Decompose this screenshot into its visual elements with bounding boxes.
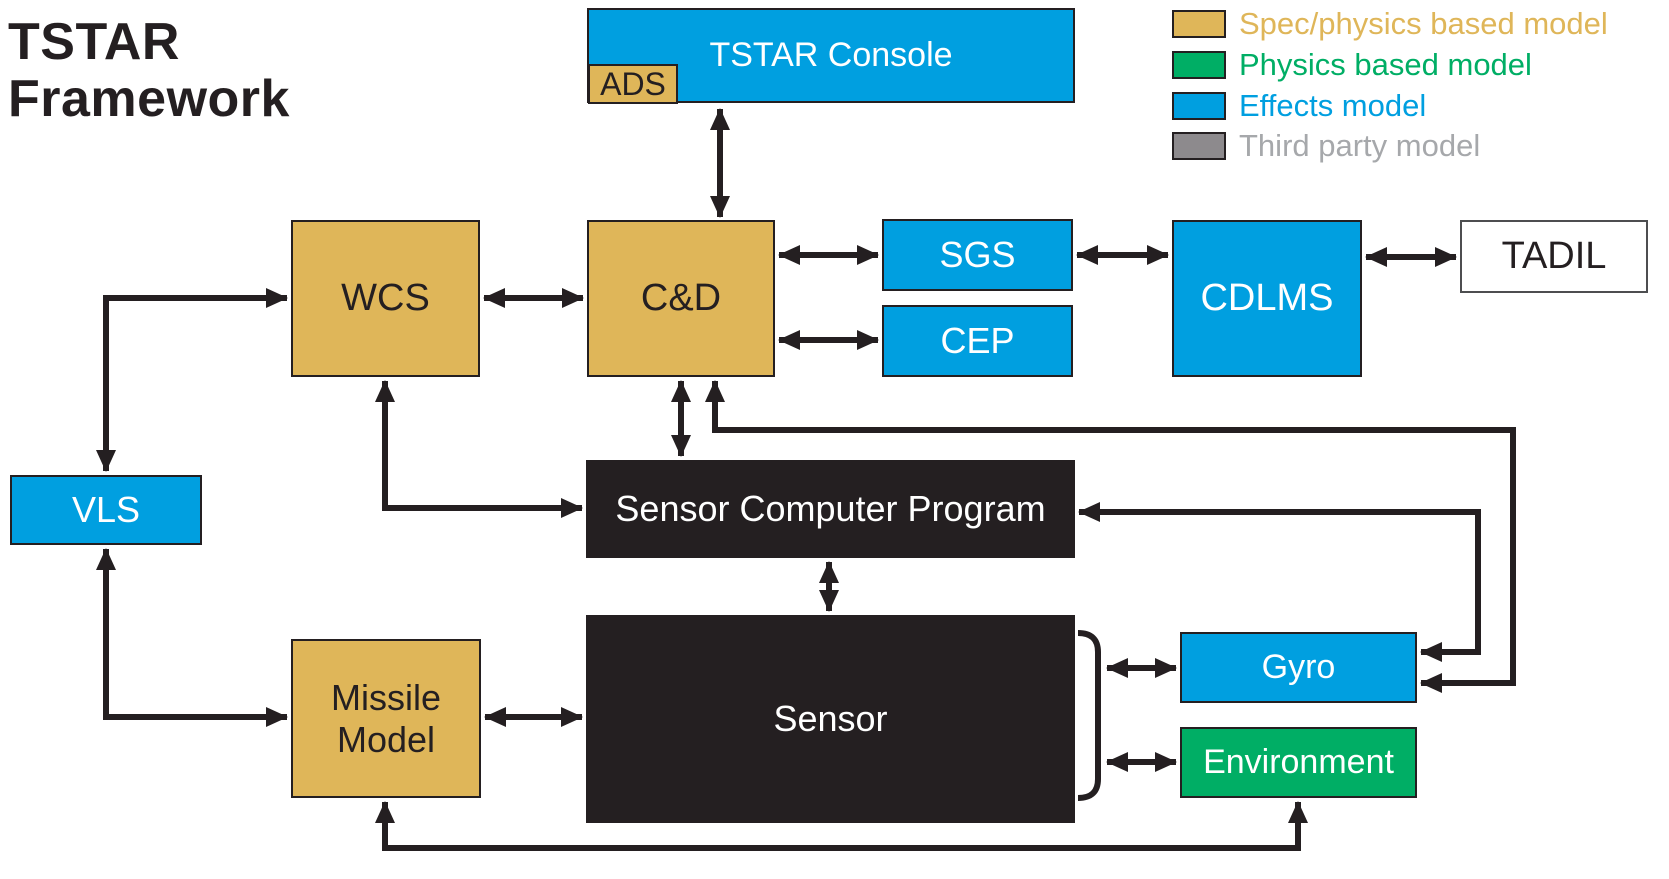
node-sensor-computer-program: Sensor Computer Program (586, 460, 1075, 558)
node-cep: CEP (882, 305, 1073, 377)
legend-item-spec-physics: Spec/physics based model (1172, 7, 1608, 40)
legend-swatch-spec-physics (1172, 9, 1226, 38)
node-gyro: Gyro (1180, 632, 1417, 703)
connector-vls-missile (96, 548, 288, 727)
page-title: TSTAR Framework (8, 13, 290, 129)
node-environment-label: Environment (1203, 742, 1394, 781)
legend-label-spec-physics: Spec/physics based model (1239, 6, 1608, 41)
node-sensor: Sensor (586, 615, 1075, 823)
node-wcs: WCS (291, 220, 480, 377)
legend-item-third-party: Third party model (1172, 129, 1480, 162)
node-sgs: SGS (882, 219, 1073, 291)
connector-vls-wcs (96, 288, 288, 472)
connector-scp-gyro-feedback (1078, 502, 1481, 662)
node-cd-label: C&D (640, 276, 722, 319)
node-missile-model: Missile Model (291, 639, 481, 798)
node-wcs-label: WCS (341, 276, 430, 319)
node-vls: VLS (10, 475, 202, 545)
legend-swatch-physics (1172, 50, 1226, 79)
node-sgs-label: SGS (939, 234, 1016, 276)
node-tadil: TADIL (1460, 220, 1648, 293)
legend-swatch-third-party (1172, 131, 1226, 160)
node-ads-label: ADS (600, 65, 666, 102)
node-tadil-label: TADIL (1501, 234, 1607, 277)
node-environment: Environment (1180, 727, 1417, 798)
node-cdlms: CDLMS (1172, 220, 1362, 377)
legend-label-third-party: Third party model (1239, 128, 1481, 163)
node-vls-label: VLS (71, 489, 141, 531)
node-cep-label: CEP (940, 320, 1015, 362)
node-tstar-console-label: TSTAR Console (709, 35, 953, 74)
connector-wcs-scp (375, 380, 583, 518)
legend-label-effects: Effects model (1239, 88, 1427, 123)
legend-item-effects: Effects model (1172, 89, 1426, 122)
node-cdlms-label: CDLMS (1200, 276, 1334, 319)
node-gyro-label: Gyro (1261, 647, 1336, 686)
legend-swatch-effects (1172, 91, 1226, 120)
node-sensor-label: Sensor (773, 698, 888, 740)
node-cd: C&D (587, 220, 775, 377)
node-sensor-computer-program-label: Sensor Computer Program (615, 488, 1046, 530)
legend-item-physics: Physics based model (1172, 48, 1532, 81)
node-missile-model-label: Missile Model (330, 677, 441, 760)
sensor-group-bracket (1077, 630, 1101, 801)
legend-label-physics: Physics based model (1239, 47, 1532, 82)
node-ads: ADS (588, 64, 678, 104)
